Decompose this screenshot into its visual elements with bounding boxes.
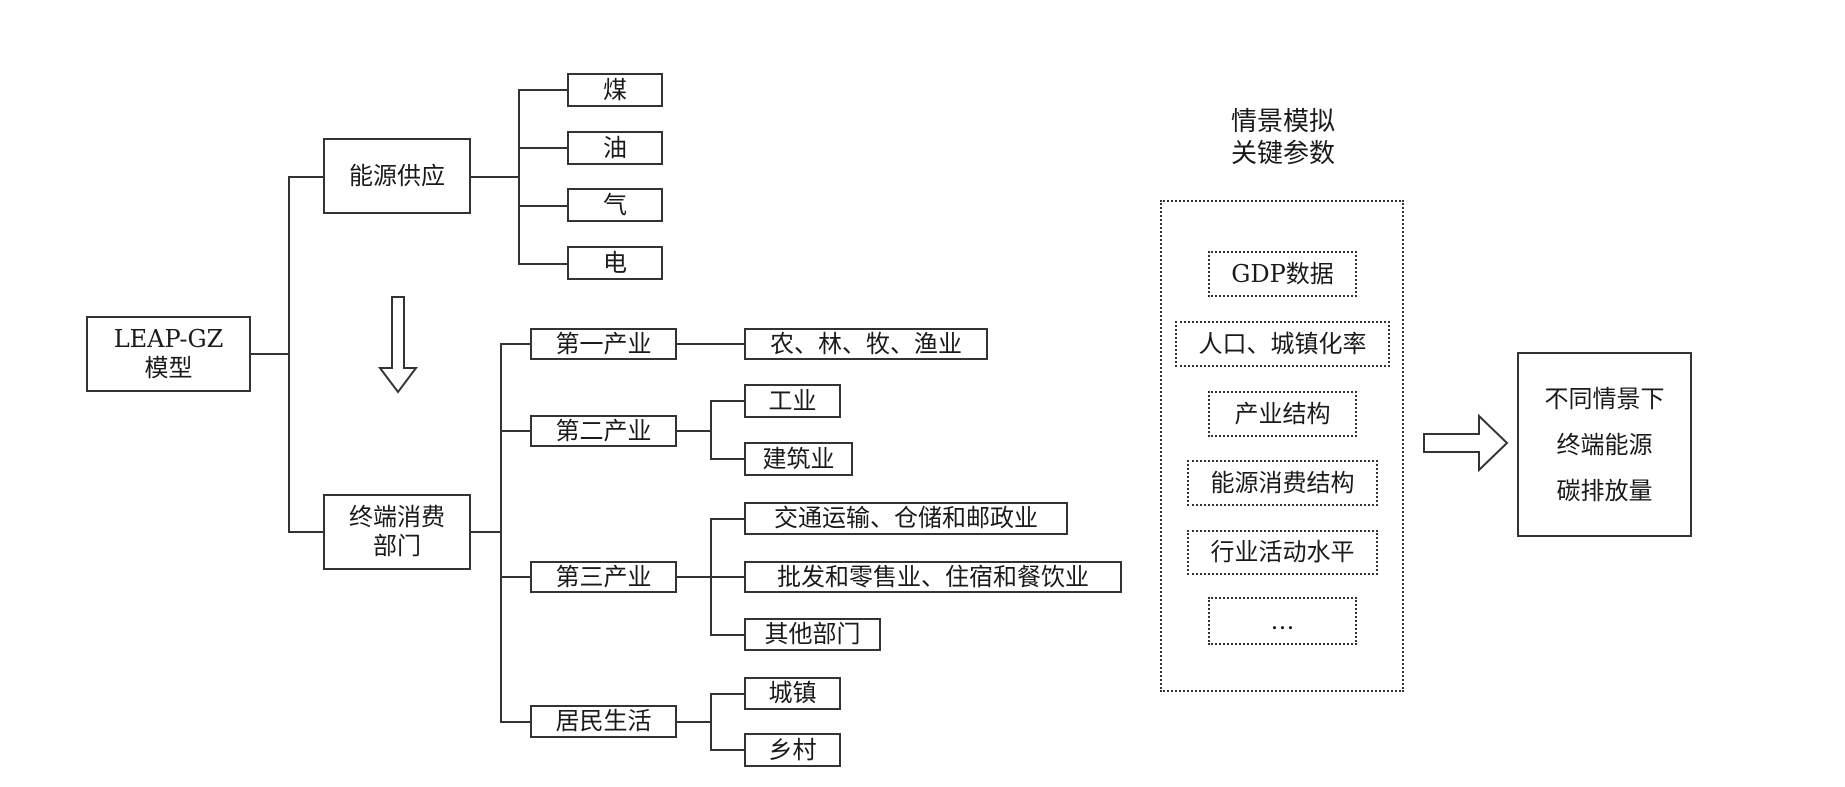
connector [710, 518, 712, 636]
leap-gz-model-node: LEAP-GZ 模型 [86, 316, 251, 392]
connector [518, 89, 567, 91]
param-industry-structure: 产业结构 [1208, 391, 1357, 437]
parameters-title: 情景模拟 关键参数 [1230, 107, 1335, 169]
leaf-urban-node: 城镇 [744, 677, 841, 710]
connector [471, 531, 501, 533]
connector [518, 147, 567, 149]
connector [710, 634, 744, 636]
connector [500, 430, 530, 432]
sector-residential-node: 居民生活 [530, 705, 677, 738]
connector [677, 721, 711, 723]
right-arrow-icon [1423, 413, 1509, 473]
connector [500, 343, 530, 345]
supply-gas-node: 气 [567, 188, 663, 222]
leaf-construction-node: 建筑业 [744, 442, 853, 476]
connector [288, 176, 290, 533]
supply-oil-node: 油 [567, 131, 663, 165]
supply-electricity-node: 电 [567, 246, 663, 280]
connector [710, 400, 712, 460]
connector [518, 205, 567, 207]
leaf-other-node: 其他部门 [744, 618, 881, 651]
connector [710, 518, 744, 520]
connector [251, 353, 289, 355]
param-gdp: GDP数据 [1208, 251, 1357, 297]
end-use-sector-node: 终端消费 部门 [323, 494, 471, 570]
param-population: 人口、城镇化率 [1175, 321, 1390, 367]
connector [288, 531, 323, 533]
result-node: 不同情景下 终端能源 碳排放量 [1517, 352, 1692, 537]
param-activity-level: 行业活动水平 [1187, 530, 1378, 575]
connector [710, 693, 744, 695]
leaf-rural-node: 乡村 [744, 733, 841, 767]
sector-primary-node: 第一产业 [530, 328, 677, 360]
connector [677, 430, 711, 432]
leaf-industry-node: 工业 [744, 384, 841, 418]
connector [500, 576, 530, 578]
connector [471, 176, 520, 178]
connector [288, 176, 323, 178]
connector [500, 721, 530, 723]
supply-coal-node: 煤 [567, 73, 663, 107]
connector [710, 749, 744, 751]
connector [518, 89, 520, 264]
down-arrow-icon [378, 296, 418, 394]
connector [500, 343, 502, 722]
param-energy-structure: 能源消费结构 [1187, 460, 1378, 506]
connector [710, 693, 712, 751]
param-more: … [1208, 597, 1357, 645]
leaf-agriculture-node: 农、林、牧、渔业 [744, 328, 988, 360]
connector [710, 458, 744, 460]
sector-secondary-node: 第二产业 [530, 415, 677, 447]
leaf-transport-node: 交通运输、仓储和邮政业 [744, 502, 1068, 535]
sector-tertiary-node: 第三产业 [530, 561, 677, 593]
leaf-wholesale-retail-node: 批发和零售业、住宿和餐饮业 [744, 561, 1122, 593]
connector [518, 263, 567, 265]
connector [677, 343, 744, 345]
connector [710, 400, 744, 402]
energy-supply-node: 能源供应 [323, 138, 471, 214]
